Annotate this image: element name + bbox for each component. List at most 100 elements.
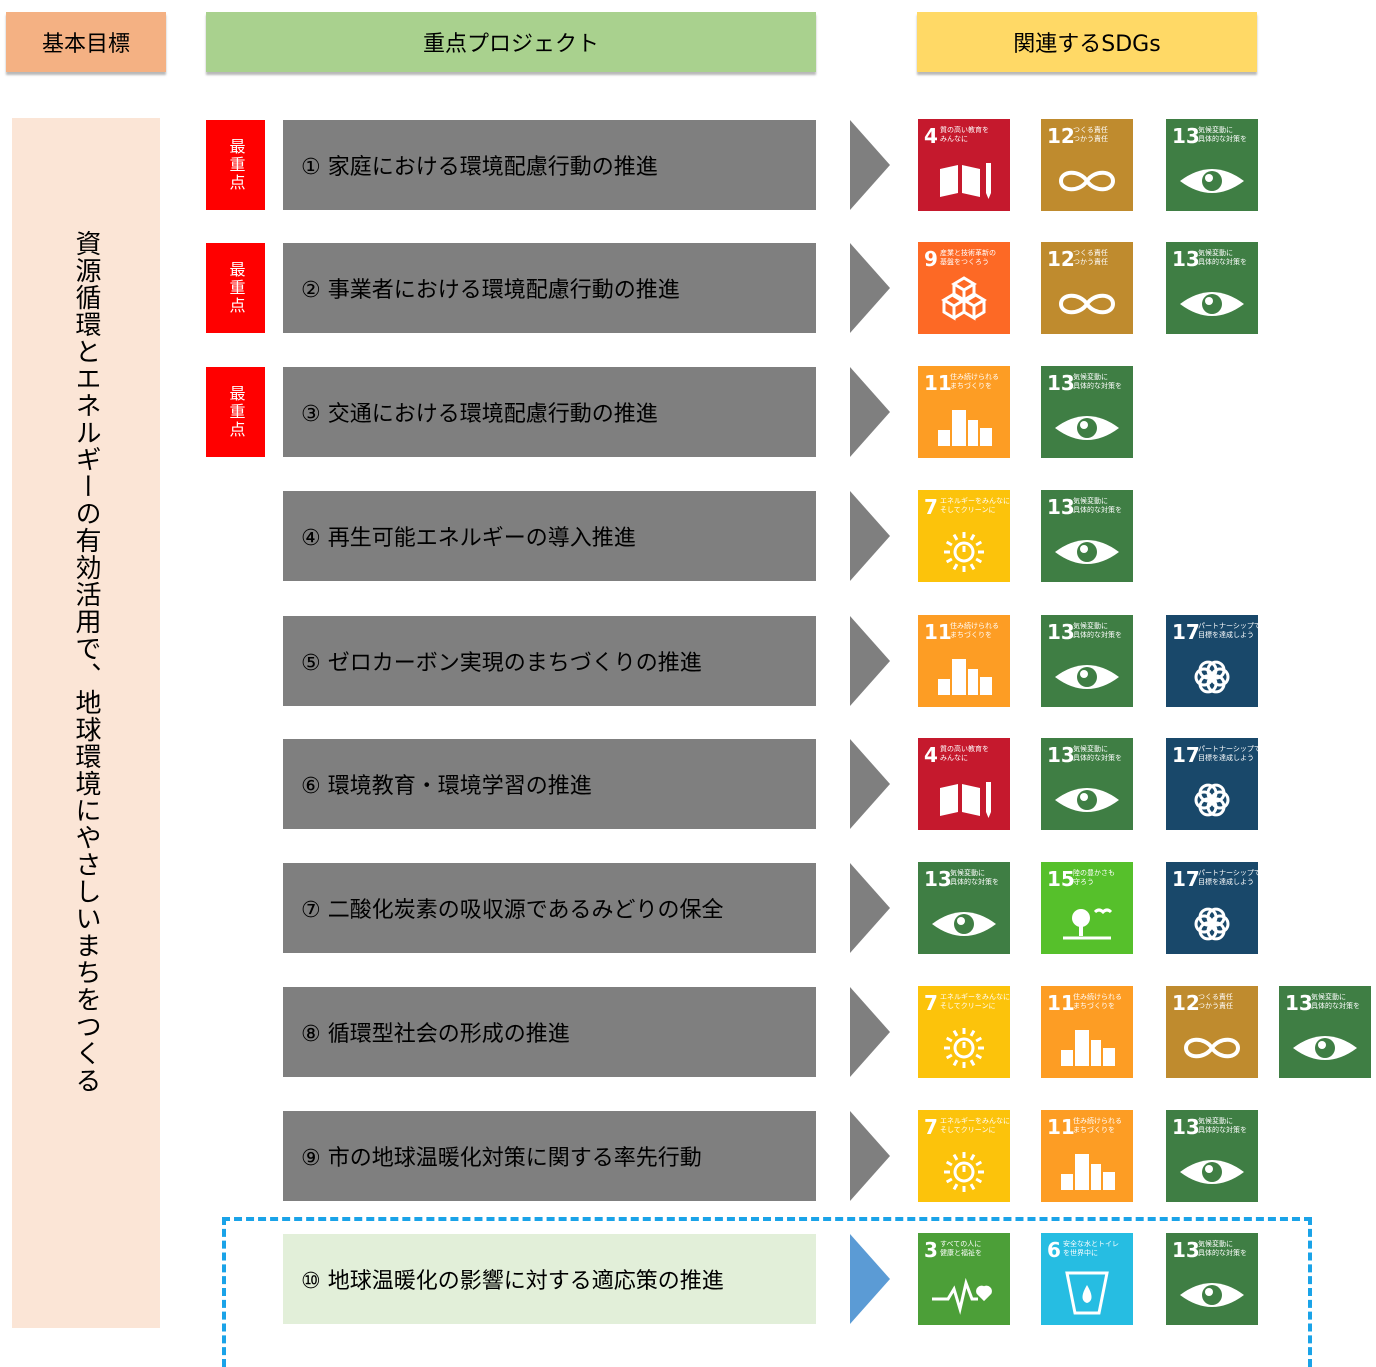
project-label: ⑨ 市の地球温暖化対策に関する率先行動 (301, 1146, 702, 1171)
sdg-title: 気候変動に (1311, 992, 1346, 1001)
sdg-title: 具体的な対策を (1073, 630, 1122, 639)
arrow-right-icon (850, 863, 890, 953)
sdg-title: 気候変動に (1198, 125, 1233, 134)
sdg-title: つかう責任 (1073, 257, 1108, 266)
sdg-title: 守ろう (1073, 877, 1094, 886)
sdg-number: 13 (1047, 620, 1075, 644)
adaptation-dashed-frame (222, 1217, 1312, 1367)
sdg-title: 安全な水とトイレ (1063, 1239, 1119, 1248)
sdg-number: 3 (924, 1238, 938, 1262)
sdg-title: 健康と福祉を (940, 1248, 982, 1257)
sdg-number: 12 (1047, 247, 1075, 271)
sdg-title: 基盤をつくろう (940, 257, 989, 266)
sdg-title: 気候変動に (1073, 496, 1108, 505)
arrow-right-icon (850, 1111, 890, 1201)
basic-goal-text: 資源循環とエネルギーの有効活用で、地球環境にやさしいまちをつくる (71, 230, 101, 1094)
sdg-number: 13 (1172, 247, 1200, 271)
sdg-title: 具体的な対策を (1311, 1001, 1360, 1010)
sdg-number: 13 (1047, 743, 1075, 767)
priority-badge: 最重点 (206, 243, 265, 333)
sdg-title: 具体的な対策を (1198, 1125, 1247, 1134)
sdg-title: を世界中に (1063, 1248, 1098, 1257)
project-box: ⑦ 二酸化炭素の吸収源であるみどりの保全 (283, 863, 816, 953)
arrow-right-icon (850, 491, 890, 581)
sdg-title: そしてクリーンに (940, 506, 995, 514)
priority-badge: 最重点 (206, 120, 265, 210)
sdg-number: 12 (1172, 991, 1200, 1015)
priority-badge: 最重点 (206, 367, 265, 457)
sdg-number: 13 (924, 867, 952, 891)
project-label: ① 家庭における環境配慮行動の推進 (301, 155, 658, 180)
sdg-title: 住み続けられる (950, 621, 999, 630)
sdg-title: つかう責任 (1073, 134, 1108, 143)
sdg-number: 17 (1172, 867, 1200, 891)
project-box: ⑧ 循環型社会の形成の推進 (283, 987, 816, 1077)
sdg-number: 13 (1172, 124, 1200, 148)
sdg-number: 11 (1047, 1115, 1075, 1139)
sdg-title: まちづくりを (1073, 1001, 1115, 1010)
sdg-title: すべての人に (940, 1240, 981, 1248)
sdg-number: 7 (924, 495, 938, 519)
project-box: ④ 再生可能エネルギーの導入推進 (283, 491, 816, 581)
sdg-title: 質の高い教育を (940, 125, 989, 134)
header-projects: 重点プロジェクト (206, 12, 816, 72)
project-label: ③ 交通における環境配慮行動の推進 (301, 402, 658, 427)
sdg-title: 気候変動に (1073, 621, 1108, 630)
sdg-title: みんなに (940, 754, 968, 762)
sdg-number: 13 (1172, 1238, 1200, 1262)
header-goal: 基本目標 (6, 12, 166, 72)
sdg-title: 質の高い教育を (940, 744, 989, 753)
sdg-number: 4 (924, 743, 938, 767)
arrow-right-icon (850, 367, 890, 457)
sdg-number: 9 (924, 247, 938, 271)
project-box: ① 家庭における環境配慮行動の推進 (283, 120, 816, 210)
sdg-title: 目標を達成しよう (1198, 877, 1254, 886)
project-box: ⑩ 地球温暖化の影響に対する適応策の推進 (283, 1234, 816, 1324)
sdg-title: 具体的な対策を (950, 877, 999, 886)
sdg-number: 7 (924, 991, 938, 1015)
sdg-title: みんなに (940, 135, 968, 143)
sdg-title: エネルギーをみんなに (940, 497, 1010, 505)
project-label: ⑧ 循環型社会の形成の推進 (301, 1022, 570, 1047)
project-label: ⑦ 二酸化炭素の吸収源であるみどりの保全 (301, 898, 724, 923)
sdg-title: 気候変動に (1198, 1239, 1233, 1248)
sdg-number: 6 (1047, 1238, 1061, 1262)
sdg-title: 具体的な対策を (1198, 134, 1247, 143)
sdg-number: 7 (924, 1115, 938, 1139)
sdg-number: 13 (1285, 991, 1313, 1015)
project-box: ⑤ ゼロカーボン実現のまちづくりの推進 (283, 616, 816, 706)
sdg-title: 目標を達成しよう (1198, 630, 1254, 639)
sdg-title: 具体的な対策を (1198, 1248, 1247, 1257)
arrow-right-icon (850, 243, 890, 333)
sdg-title: 具体的な対策を (1198, 257, 1247, 266)
sdg-title: パートナーシップで (1198, 745, 1258, 753)
sdg-title: パートナーシップで (1198, 622, 1258, 630)
project-box: ⑨ 市の地球温暖化対策に関する率先行動 (283, 1111, 816, 1201)
sdg-title: そしてクリーンに (940, 1002, 995, 1010)
sdg-title: 気候変動に (1198, 248, 1233, 257)
sdg-title: エネルギーをみんなに (940, 1117, 1010, 1125)
project-label: ④ 再生可能エネルギーの導入推進 (301, 526, 636, 551)
sdg-number: 15 (1047, 867, 1075, 891)
sdg-number: 17 (1172, 620, 1200, 644)
sdg-number: 11 (1047, 991, 1075, 1015)
